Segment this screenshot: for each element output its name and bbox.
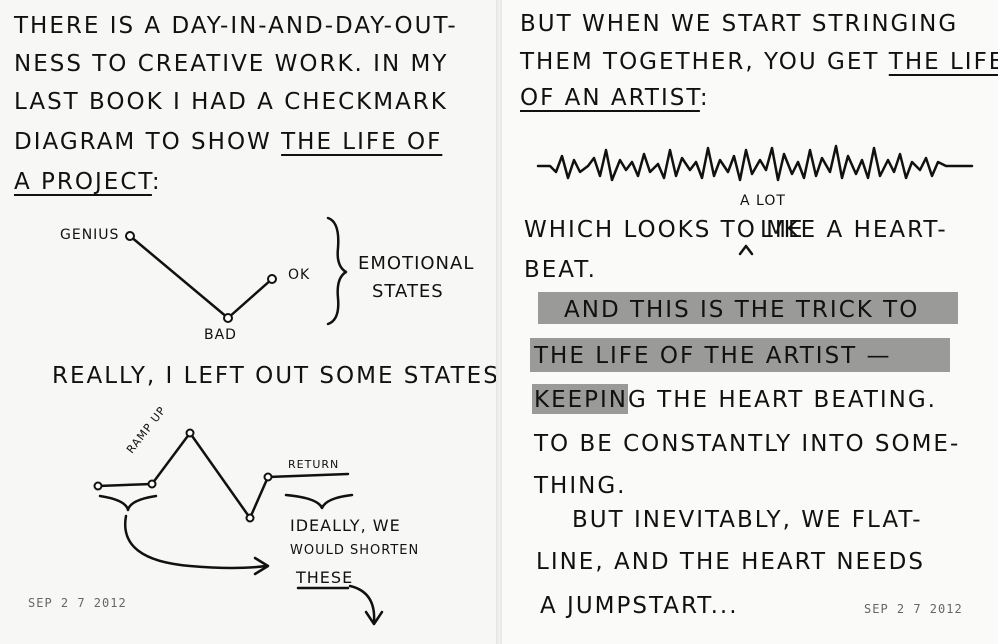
intro-line-2: ness to creative work. In my xyxy=(14,51,449,77)
ideally-line-3: these xyxy=(296,568,354,587)
trick-line-4: To be constantly into some- xyxy=(534,431,961,457)
states-line xyxy=(96,431,350,520)
heartbeat-line-1-a: Which looks to me xyxy=(524,217,805,243)
heartbeat-line-1-b: like a heart- xyxy=(760,217,948,243)
life-of-artist-underline-2: of an artist xyxy=(520,85,700,111)
life-of-project-underline-1: the life of xyxy=(281,129,443,155)
trick-line-2: the life of the artist — xyxy=(534,343,892,369)
states-point-low xyxy=(245,513,255,523)
checkmark-point-genius xyxy=(125,231,135,241)
these-arrow-head xyxy=(364,610,384,626)
right-line-2-text: them together, you get xyxy=(520,49,889,75)
insert-caret xyxy=(738,244,754,256)
states-brace-right xyxy=(284,493,354,510)
trick-line-1: And this is the trick to xyxy=(564,297,920,323)
date-stamp-right: SEP 2 7 2012 xyxy=(864,602,963,616)
highlight-bar-3 xyxy=(532,384,628,414)
states-point-ramp xyxy=(147,479,157,489)
label-states: states xyxy=(372,281,444,302)
highlight-bar-1 xyxy=(538,292,958,324)
intro-line-4: diagram to show the life of xyxy=(14,124,442,161)
right-page: But when we start stringing them togethe… xyxy=(502,0,998,644)
date-stamp-left: SEP 2 7 2012 xyxy=(28,596,127,610)
right-line-1: But when we start stringing xyxy=(520,11,959,37)
states-curved-arrow xyxy=(123,514,268,570)
intro-line-1: There is a day-in-and-day-out- xyxy=(14,13,458,39)
checkmark-line xyxy=(128,234,274,320)
heartbeat-line xyxy=(536,144,974,182)
insert-a-lot: a lot xyxy=(740,193,786,209)
checkmark-diagram xyxy=(93,216,384,626)
states-point-start xyxy=(93,481,103,491)
states-arrow-head xyxy=(253,556,270,576)
book-gutter xyxy=(496,0,502,644)
emotional-states-brace xyxy=(326,216,348,326)
states-point-peak xyxy=(185,428,195,438)
label-ok: OK xyxy=(288,267,311,283)
intro-line-4-text: diagram to show xyxy=(14,129,282,155)
label-genius: Genius xyxy=(60,227,120,243)
really-line: Really, I left out some states: xyxy=(52,363,496,389)
right-line-3: of an artist: xyxy=(520,80,710,117)
intro-line-5: a project: xyxy=(14,164,162,201)
ideally-line-2: would shorten xyxy=(290,543,420,558)
label-bad: Bad xyxy=(204,327,237,343)
intro-colon: : xyxy=(151,169,162,195)
label-emotional: Emotional xyxy=(358,253,475,274)
trick-line-5: thing. xyxy=(534,473,627,499)
flatline-line-3: a jumpstart... xyxy=(540,593,739,619)
ideally-line-1: Ideally, we xyxy=(290,516,401,535)
flatline-line-2: line, and the heart needs xyxy=(536,549,925,575)
right-line-3-colon: : xyxy=(699,85,710,111)
checkmark-point-ok xyxy=(267,274,277,284)
life-of-project-underline-2: a project xyxy=(14,169,152,195)
these-down-arrow xyxy=(348,584,376,624)
right-line-2: them together, you get the life xyxy=(520,44,998,81)
left-page: There is a day-in-and-day-out- ness to c… xyxy=(0,0,496,644)
states-point-return xyxy=(263,472,273,482)
flatline-line-1: But inevitably, we flat- xyxy=(572,507,923,533)
heartbeat-line-2: beat. xyxy=(524,257,597,283)
states-brace-left xyxy=(98,494,158,512)
highlight-bar-2 xyxy=(530,338,950,372)
life-of-artist-underline-1: the life xyxy=(888,49,998,75)
heartbeat-diagram xyxy=(536,144,974,256)
checkmark-point-bad xyxy=(223,313,233,323)
trick-line-3: keeping the heart beating. xyxy=(534,387,937,413)
intro-line-3: last book I had a checkmark xyxy=(14,89,448,115)
label-return: Return xyxy=(288,458,340,471)
